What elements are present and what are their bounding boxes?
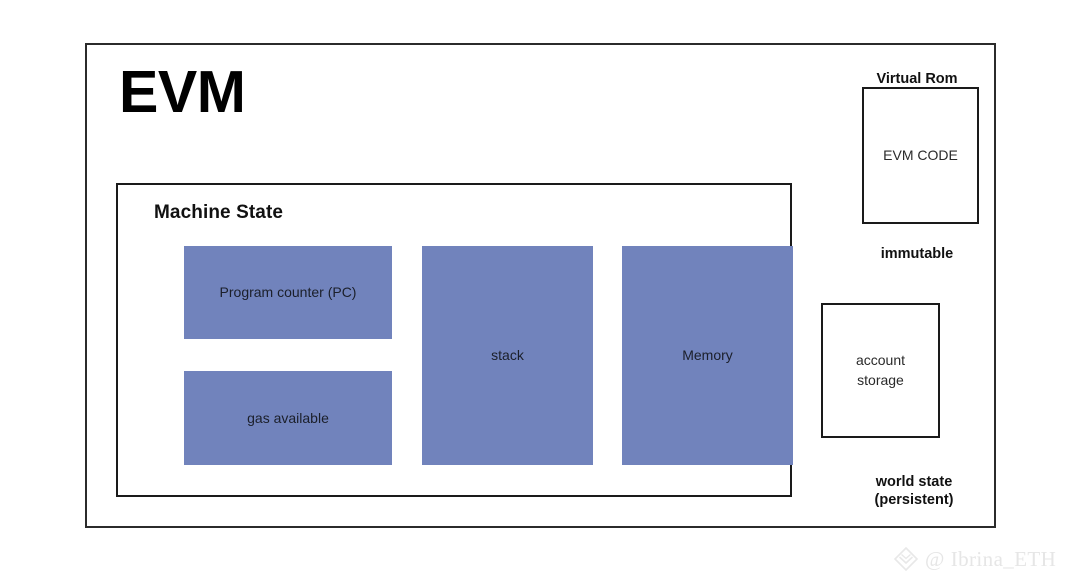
diamond-logo-icon (893, 546, 919, 572)
box-stack: stack (422, 246, 593, 465)
box-evm-code: EVM CODE (862, 87, 979, 224)
machine-state-title: Machine State (154, 202, 284, 223)
box-account-storage-line-1: account (855, 351, 906, 368)
world-state-line-2: (persistent) (874, 492, 954, 509)
box-program-counter: Program counter (PC) (184, 246, 392, 339)
box-program-counter-label: Program counter (PC) (219, 284, 357, 301)
box-account-storage: account storage (821, 303, 940, 438)
box-account-storage-label: account storage (856, 351, 905, 390)
world-state-label: world state (persistent) (819, 473, 1009, 509)
box-account-storage-line-2: storage (857, 371, 904, 388)
box-gas-available-label: gas available (247, 409, 329, 426)
box-evm-code-label: EVM CODE (883, 146, 958, 163)
virtual-rom-label: Virtual Rom (876, 71, 958, 87)
watermark-handle: Ibrina_ETH (950, 546, 1057, 571)
watermark-at-symbol: @ (925, 546, 945, 571)
immutable-label: immutable (880, 246, 954, 262)
box-memory-label: Memory (682, 347, 733, 364)
evm-title: EVM (119, 59, 246, 125)
box-stack-label: stack (491, 347, 524, 364)
world-state-line-1: world state (875, 474, 953, 490)
watermark: @ Ibrina_ETH (893, 546, 1056, 572)
box-memory: Memory (622, 246, 793, 465)
evm-outer-frame: EVM Machine State Program counter (PC) g… (85, 43, 996, 528)
box-gas-available: gas available (184, 371, 392, 465)
machine-state-container: Machine State Program counter (PC) gas a… (116, 183, 793, 497)
